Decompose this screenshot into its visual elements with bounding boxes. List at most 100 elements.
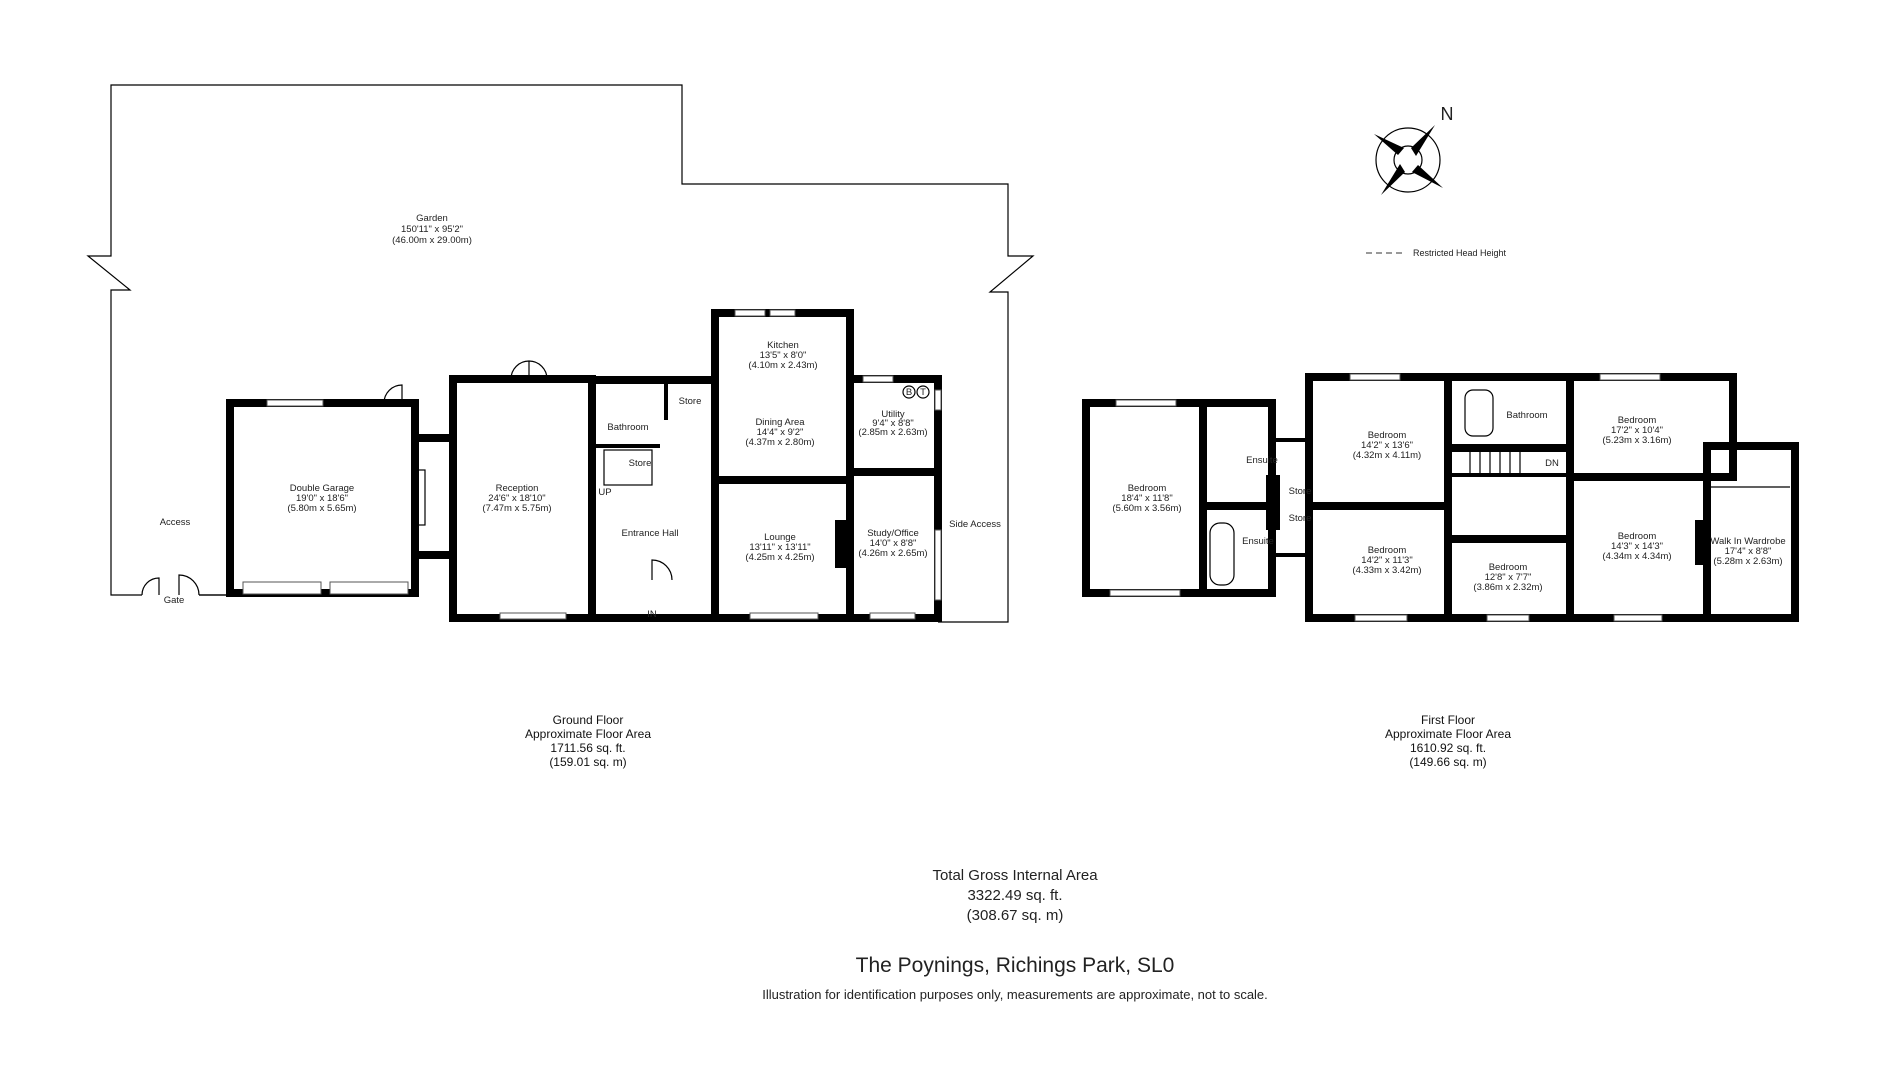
label-entrance-hall: Entrance Hall (621, 528, 678, 539)
compass-rose-icon: N (1374, 104, 1454, 195)
svg-text:(4.32m x 4.11m): (4.32m x 4.11m) (1353, 450, 1421, 461)
svg-text:T: T (920, 387, 926, 398)
svg-text:13'5" x 8'0": 13'5" x 8'0" (760, 350, 807, 361)
disclaimer: Illustration for identification purposes… (762, 987, 1268, 1002)
tank-icon (916, 385, 930, 399)
svg-text:9'4" x 8'8": 9'4" x 8'8" (872, 418, 914, 429)
svg-text:Total Gross Internal Area: Total Gross Internal Area (932, 867, 1098, 884)
svg-text:Double Garage: Double Garage (290, 483, 354, 494)
legend-restricted-head-height: Restricted Head Height (1366, 248, 1507, 258)
svg-text:B: B (906, 387, 912, 398)
svg-text:Lounge: Lounge (764, 532, 796, 543)
label-store: Store (1289, 513, 1312, 524)
svg-text:1610.92 sq. ft.: 1610.92 sq. ft. (1410, 741, 1486, 755)
ground-floor-walls (226, 309, 942, 622)
svg-text:14'2" x 11'3": 14'2" x 11'3" (1361, 555, 1412, 566)
label-bathroom: Bathroom (1506, 410, 1547, 421)
first-floor-walls (1082, 373, 1799, 622)
label-bathroom: Bathroom (607, 422, 648, 433)
svg-text:(5.60m x 3.56m): (5.60m x 3.56m) (1112, 503, 1181, 514)
svg-text:Bedroom: Bedroom (1128, 483, 1167, 494)
svg-text:150'11" x 95'2": 150'11" x 95'2" (401, 224, 463, 235)
label-access: Access (160, 517, 191, 528)
label-in: IN (647, 609, 657, 620)
svg-text:17'2" x 10'4": 17'2" x 10'4" (1611, 425, 1663, 436)
svg-text:19'0" x 18'6": 19'0" x 18'6" (296, 493, 348, 504)
svg-text:Ground Floor: Ground Floor (553, 713, 624, 727)
svg-text:(46.00m x 29.00m): (46.00m x 29.00m) (392, 235, 472, 246)
svg-text:Bedroom: Bedroom (1368, 430, 1407, 441)
gate-icon (141, 574, 200, 596)
svg-text:3322.49 sq. ft.: 3322.49 sq. ft. (967, 887, 1062, 904)
svg-text:1711.56 sq. ft.: 1711.56 sq. ft. (550, 741, 625, 755)
label-store: Store (679, 396, 702, 407)
svg-text:(7.47m x 5.75m): (7.47m x 5.75m) (482, 503, 551, 514)
svg-text:24'6" x 18'10": 24'6" x 18'10" (488, 493, 545, 504)
svg-text:(4.26m x 2.65m): (4.26m x 2.65m) (858, 548, 927, 559)
svg-text:(4.25m x 4.25m): (4.25m x 4.25m) (745, 552, 814, 563)
first-floor-summary: First Floor Approximate Floor Area 1610.… (1385, 713, 1511, 769)
svg-text:17'4" x 8'8": 17'4" x 8'8" (1725, 546, 1772, 557)
svg-text:12'8" x 7'7": 12'8" x 7'7" (1485, 572, 1532, 583)
svg-text:(308.67 sq. m): (308.67 sq. m) (967, 907, 1064, 924)
label-store: Store (1289, 486, 1312, 497)
svg-text:Bedroom: Bedroom (1618, 415, 1657, 426)
label-gate: Gate (164, 595, 185, 606)
svg-text:Bedroom: Bedroom (1368, 545, 1407, 556)
address-title: The Poynings, Richings Park, SL0 (856, 954, 1175, 977)
svg-text:18'4" x 11'8": 18'4" x 11'8" (1121, 493, 1172, 504)
label-side-access: Side Access (949, 519, 1001, 530)
boiler-icon (902, 385, 916, 399)
label-dn: DN (1545, 458, 1559, 469)
svg-text:(5.23m x 3.16m): (5.23m x 3.16m) (1602, 435, 1671, 446)
svg-text:14'3" x 14'3": 14'3" x 14'3" (1611, 541, 1663, 552)
svg-text:Dining Area: Dining Area (755, 417, 805, 428)
svg-text:(2.85m x 2.63m): (2.85m x 2.63m) (858, 427, 927, 438)
svg-text:Walk In Wardrobe: Walk In Wardrobe (1710, 536, 1785, 547)
label-ensuite: Ensuite (1242, 536, 1274, 547)
svg-text:Bedroom: Bedroom (1489, 562, 1528, 573)
label-up: UP (598, 487, 611, 498)
svg-text:14'0" x 8'8": 14'0" x 8'8" (870, 538, 917, 549)
svg-text:(4.33m x 3.42m): (4.33m x 3.42m) (1352, 565, 1421, 576)
svg-text:(5.80m x 5.65m): (5.80m x 5.65m) (287, 503, 356, 514)
label-store: Store (629, 458, 652, 469)
svg-text:(149.66 sq. m): (149.66 sq. m) (1409, 755, 1486, 769)
svg-text:14'4" x 9'2": 14'4" x 9'2" (757, 427, 804, 438)
svg-text:First Floor: First Floor (1421, 713, 1475, 727)
svg-text:(5.28m x 2.63m): (5.28m x 2.63m) (1713, 556, 1782, 567)
svg-text:(159.01 sq. m): (159.01 sq. m) (549, 755, 626, 769)
garden-boundary-line (86, 84, 1035, 623)
svg-text:Kitchen: Kitchen (767, 340, 799, 351)
svg-text:(4.10m x 2.43m): (4.10m x 2.43m) (748, 360, 817, 371)
svg-text:Bedroom: Bedroom (1618, 531, 1657, 542)
svg-text:Garden: Garden (416, 213, 448, 224)
svg-text:Restricted Head Height: Restricted Head Height (1413, 248, 1507, 258)
ground-floor-summary: Ground Floor Approximate Floor Area 1711… (525, 713, 651, 769)
svg-text:Approximate Floor Area: Approximate Floor Area (1385, 727, 1511, 741)
north-label: N (1441, 104, 1454, 124)
svg-text:(3.86m x 2.32m): (3.86m x 2.32m) (1473, 582, 1542, 593)
label-ensuite: Ensuite (1246, 455, 1278, 466)
total-area: Total Gross Internal Area 3322.49 sq. ft… (932, 867, 1098, 924)
svg-text:13'11" x 13'11": 13'11" x 13'11" (749, 542, 810, 553)
svg-text:(4.34m x 4.34m): (4.34m x 4.34m) (1602, 551, 1671, 562)
